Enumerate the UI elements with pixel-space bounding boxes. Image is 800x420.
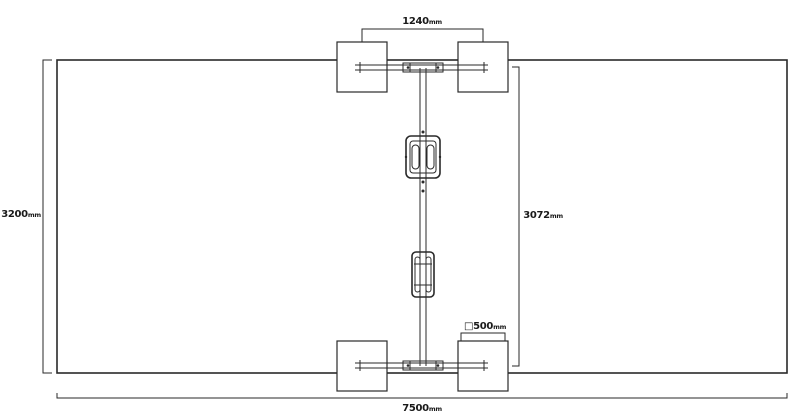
- foot-pad-bottom-left: [336, 340, 388, 392]
- platform-outline: [56, 59, 788, 374]
- foot-pad-bottom-right: [457, 340, 509, 392]
- bracket-assembly-upper: [404, 130, 442, 193]
- bracket-assembly-lower: [411, 251, 435, 298]
- dimension-total-width-label: 3200mm: [1, 209, 41, 220]
- dimension-rail-span-label: 3072mm: [523, 210, 563, 221]
- dimension-rail-span: 3072mm: [512, 66, 565, 367]
- crossbar-bottom: [355, 360, 488, 371]
- dimension-total-width: 3200mm: [1, 59, 52, 374]
- crossbar-top: [355, 62, 488, 73]
- dimension-total-length-label: 7500mm: [402, 403, 442, 414]
- dimension-pad-spacing: 1240mm: [361, 16, 484, 42]
- central-rail: [419, 68, 427, 366]
- foot-pad-top-left: [336, 41, 388, 93]
- dimension-total-length: 7500mm: [56, 393, 788, 414]
- dimension-pad-size: □500mm: [460, 321, 507, 341]
- dimension-pad-size-label: □500mm: [464, 321, 507, 332]
- foot-pad-top-right: [457, 41, 509, 93]
- dimension-pad-spacing-label: 1240mm: [402, 16, 442, 27]
